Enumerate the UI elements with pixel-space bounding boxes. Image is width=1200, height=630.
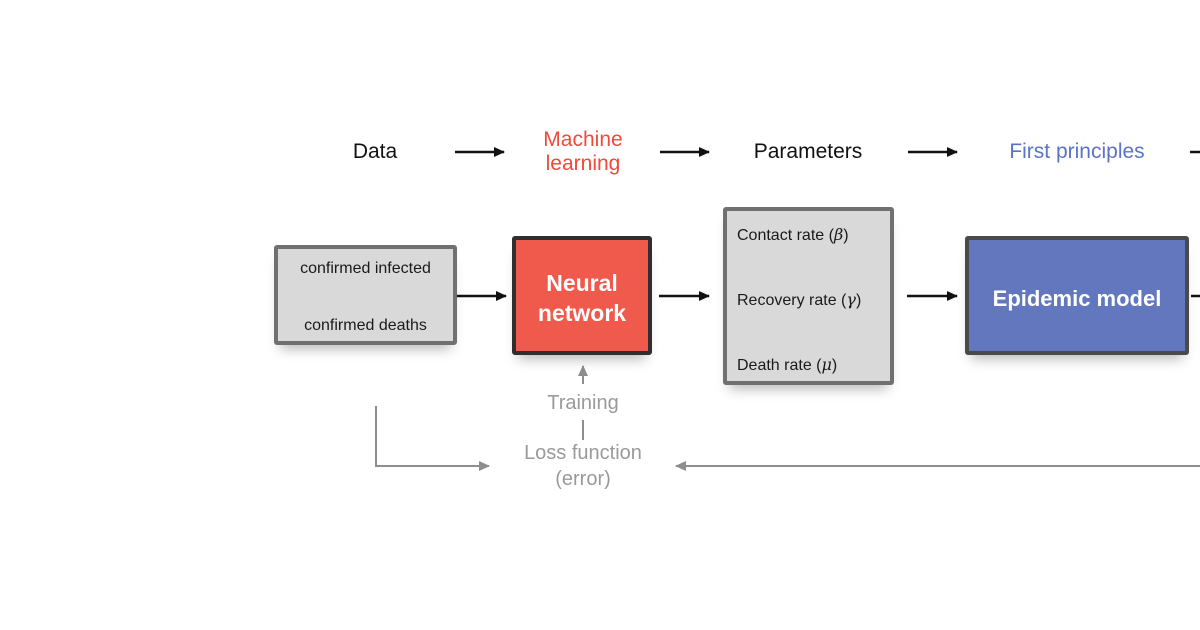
confirmed-infected-label: confirmed infected (300, 260, 431, 277)
death-rate-label: Death rate (μ) (737, 355, 838, 374)
contact-rate-symbol: β (833, 225, 844, 244)
data-to-loss-arrow (375, 406, 490, 471)
contact-rate-label: Contact rate (β) (737, 225, 849, 244)
header-machine-learning: Machine learning (543, 128, 623, 175)
neural-network-title: Neural network (537, 270, 627, 326)
neural-network-box: Neural network (512, 236, 652, 355)
loss-function-label: Loss function (error) (524, 442, 642, 490)
header-data: Data (352, 140, 398, 163)
data-box: confirmed infected confirmed deaths (274, 245, 457, 345)
epidemic-model-box: Epidemic model (965, 236, 1189, 355)
confirmed-deaths-label: confirmed deaths (304, 317, 427, 334)
epidemic-model-title: Epidemic model (992, 286, 1162, 311)
header-parameters: Parameters (753, 140, 863, 163)
recovery-rate-label: Recovery rate (γ) (737, 290, 862, 309)
recovery-rate-symbol: γ (846, 290, 856, 309)
parameters-box: Contact rate (β) Recovery rate (γ) Death… (723, 207, 894, 385)
training-label: Training (547, 392, 619, 414)
death-rate-symbol: μ (821, 355, 832, 374)
header-first-principles: First principles (1009, 140, 1145, 163)
